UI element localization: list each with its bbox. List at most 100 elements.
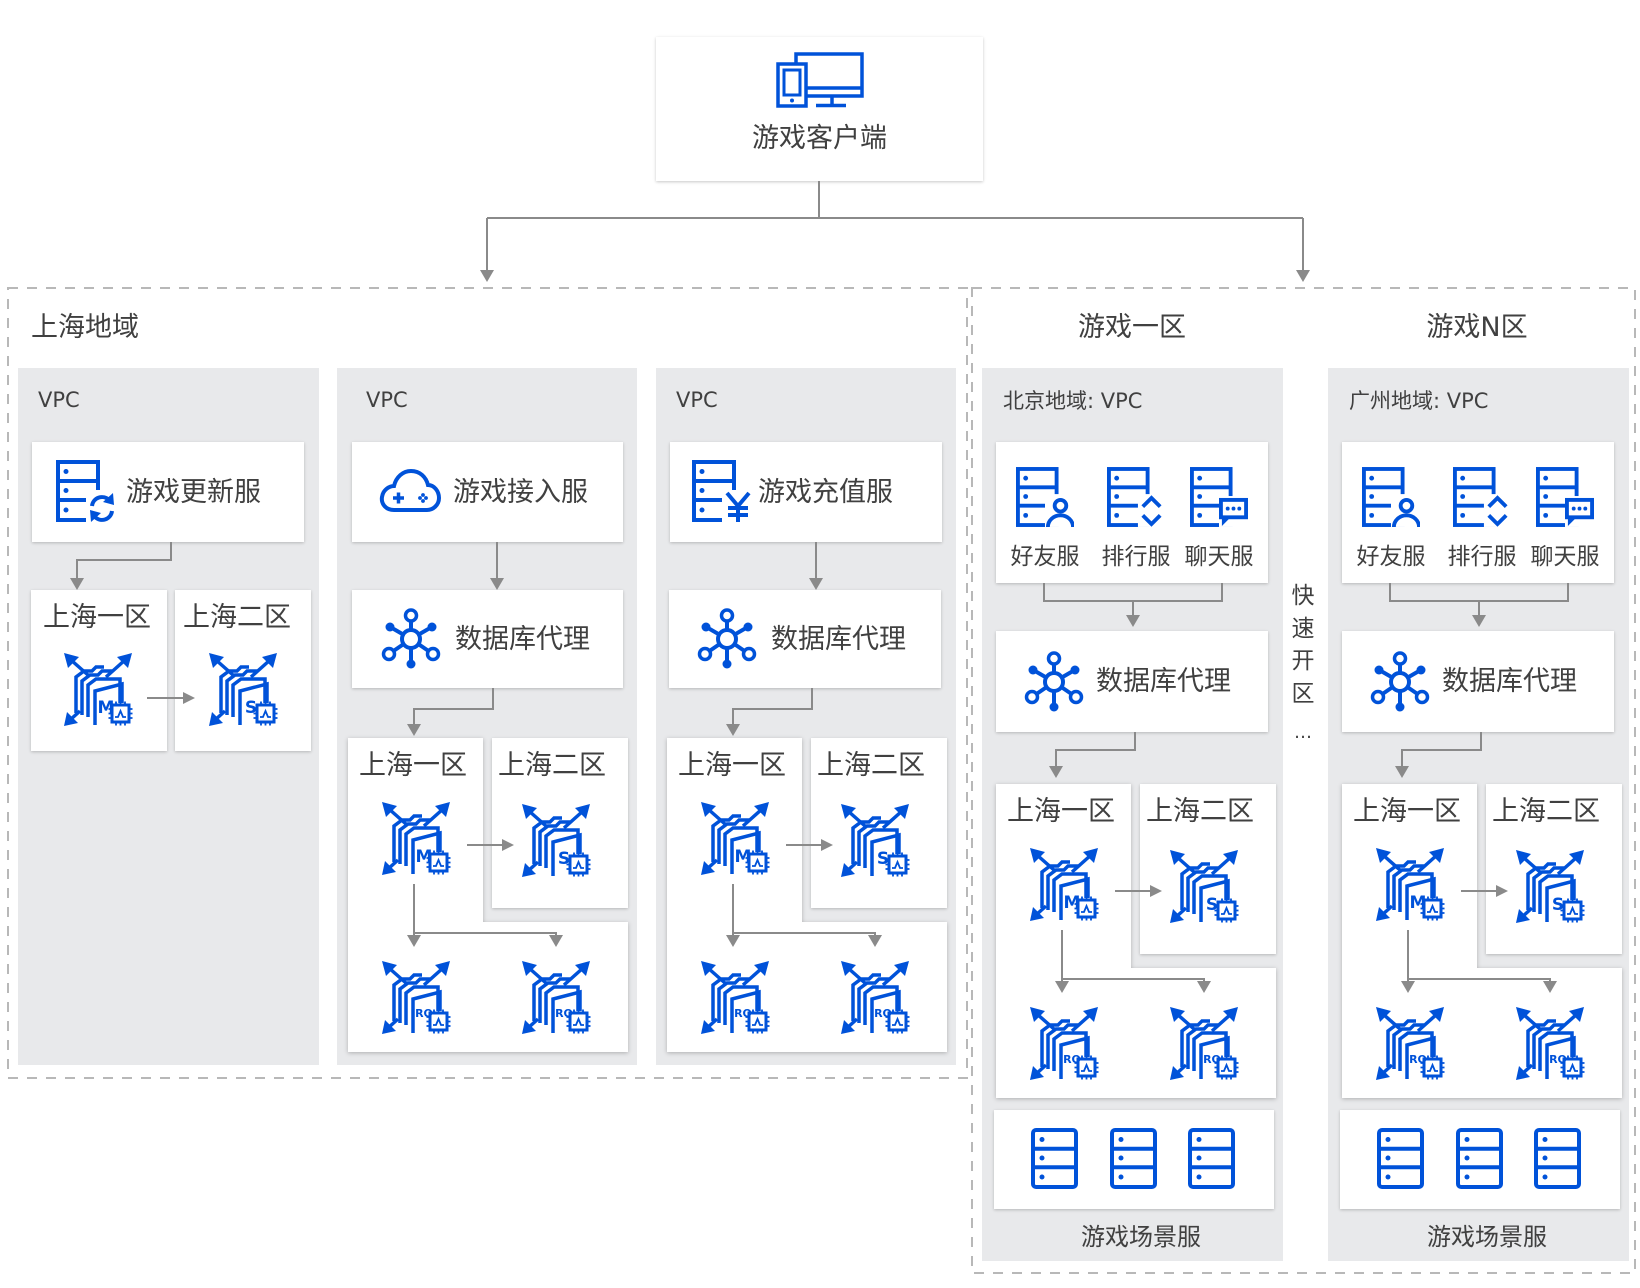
vpc-panel-update: VPC 游戏更新服 上海一区 M 上海二区 S <box>18 368 319 1065</box>
client-devices-icon <box>776 52 864 108</box>
scene-server-label: 游戏场景服 <box>1427 1223 1547 1251</box>
scene-server-icon <box>1031 1128 1078 1189</box>
vpc-label: 广州地域: VPC <box>1349 389 1489 413</box>
master-to-slave-arrowhead <box>1496 885 1508 897</box>
access-server-label: 游戏接入服 <box>453 477 588 508</box>
scene-servers-card <box>1340 1110 1620 1209</box>
master-to-readonly-line <box>732 884 876 935</box>
database-proxy-label: 数据库代理 <box>1442 666 1577 697</box>
readonly-arrowhead <box>726 935 740 947</box>
scene-server-icon <box>1377 1128 1424 1189</box>
access-server-card: 游戏接入服 <box>352 442 623 542</box>
database-zone-cluster: 上海一区 上海二区 M S RO RO <box>1342 784 1622 1098</box>
quick-open-char: 速 <box>1291 615 1315 642</box>
database-proxy-label: 数据库代理 <box>455 624 590 655</box>
update-server-label: 游戏更新服 <box>126 477 261 508</box>
chat-service-label: 聊天服 <box>1530 544 1600 570</box>
quick-open-zone-label: 快 速 开 区 <box>1291 580 1315 710</box>
database-proxy-icon <box>380 608 442 670</box>
database-proxy-card: 数据库代理 <box>996 631 1268 732</box>
game-client-label: 游戏客户端 <box>752 123 887 154</box>
readonly-arrowhead <box>1055 981 1069 993</box>
master-to-readonly-line <box>1407 930 1551 981</box>
readonly-arrowhead <box>868 935 882 947</box>
readonly-arrowhead <box>1543 981 1557 993</box>
vpc-label: VPC <box>366 388 408 412</box>
database-proxy-card: 数据库代理 <box>669 590 941 688</box>
vpc-panel-access: VPC 游戏接入服 数据库代理 上海一区 上海二区 M S RO RO <box>337 368 637 1065</box>
master-to-slave-arrowhead <box>502 839 514 851</box>
zone-card-primary: 上海一区 M <box>31 590 167 751</box>
ranking-service: 排行服 <box>1094 442 1178 583</box>
payment-server-label: 游戏充值服 <box>758 477 893 508</box>
friend-service-label: 好友服 <box>1356 544 1426 570</box>
quick-open-ellipsis: … <box>1294 722 1312 743</box>
chat-service: 聊天服 <box>1177 442 1261 583</box>
database-zone-cluster: 上海一区 上海二区 M S RO RO <box>996 784 1276 1098</box>
payment-server-card: 游戏充值服 <box>670 442 942 542</box>
replication-connectors <box>1401 885 1557 993</box>
scene-server-icon <box>1456 1128 1503 1189</box>
quick-open-char: 区 <box>1291 680 1315 707</box>
scene-server-icon <box>1534 1128 1581 1189</box>
friend-service-label: 好友服 <box>1010 544 1080 570</box>
database-proxy-label: 数据库代理 <box>1096 666 1231 697</box>
database-zone-cluster: 上海一区 上海二区 M S RO RO <box>667 738 947 1052</box>
scene-server-icon <box>1188 1128 1235 1189</box>
vpc-label: VPC <box>676 388 718 412</box>
database-proxy-icon <box>696 608 758 670</box>
social-services-card: 好友服 排行服 聊天服 <box>996 442 1268 583</box>
ranking-service: 排行服 <box>1440 442 1524 583</box>
game-zone-n-vpc-panel: 广州地域: VPC 好友服 排行服 聊天服 数据库代理 上海一区 上海二区 <box>1328 368 1629 1261</box>
update-server-card: 游戏更新服 <box>32 442 304 542</box>
mysql-slave-instance-icon: S <box>207 651 279 727</box>
replication-connectors <box>726 839 882 947</box>
master-to-readonly-line <box>1061 930 1205 981</box>
ranking-server-icon <box>1453 466 1511 528</box>
instance-role: S <box>245 698 257 718</box>
chat-server-icon <box>1536 466 1594 528</box>
friend-server-icon <box>1362 466 1420 528</box>
database-zone-cluster: 上海一区 上海二区 M S RO RO <box>348 738 628 1052</box>
ranking-service-label: 排行服 <box>1447 544 1517 570</box>
database-proxy-label: 数据库代理 <box>771 624 906 655</box>
zone-label: 上海一区 <box>43 602 151 633</box>
readonly-arrowhead <box>407 935 421 947</box>
update-server-icon <box>56 460 116 522</box>
ranking-server-icon <box>1107 466 1165 528</box>
scene-server-label: 游戏场景服 <box>1081 1223 1201 1251</box>
instance-role: M <box>98 698 115 718</box>
quick-open-char: 开 <box>1291 648 1315 674</box>
zone-label: 上海二区 <box>183 602 291 633</box>
replication-connectors <box>1055 885 1211 993</box>
vpc-panel-payment: VPC 游戏充值服 数据库代理 上海一区 上海二区 M S RO RO <box>656 368 956 1065</box>
ranking-service-label: 排行服 <box>1101 544 1171 570</box>
master-to-slave-arrowhead <box>1150 885 1162 897</box>
game-zone-n-title: 游戏N区 <box>1426 312 1528 343</box>
vpc-label: VPC <box>38 388 80 412</box>
readonly-arrowhead <box>1197 981 1211 993</box>
cloud-gamepad-icon <box>379 467 441 513</box>
payment-server-icon <box>692 460 752 522</box>
to-game-zones-arrowhead <box>1296 270 1310 282</box>
master-to-slave-arrowhead <box>821 839 833 851</box>
chat-service-label: 聊天服 <box>1184 544 1254 570</box>
shanghai-region-title: 上海地域 <box>31 312 139 343</box>
vpc-label: 北京地域: VPC <box>1003 389 1143 413</box>
friend-server-icon <box>1016 466 1074 528</box>
game-zone-1-vpc-panel: 北京地域: VPC 好友服 排行服 聊天服 数据库代理 上海一区 上海二区 <box>982 368 1283 1261</box>
friend-service: 好友服 <box>1349 442 1433 583</box>
replication-connectors <box>407 839 563 947</box>
chat-service: 聊天服 <box>1523 442 1607 583</box>
social-services-card: 好友服 排行服 聊天服 <box>1342 442 1614 583</box>
database-proxy-card: 数据库代理 <box>1342 631 1614 732</box>
scene-server-icon <box>1110 1128 1157 1189</box>
chat-server-icon <box>1190 466 1248 528</box>
game-client-card: 游戏客户端 <box>656 37 983 181</box>
database-proxy-icon <box>1023 651 1085 713</box>
readonly-arrowhead <box>549 935 563 947</box>
readonly-arrowhead <box>1401 981 1415 993</box>
database-proxy-card: 数据库代理 <box>352 590 623 688</box>
quick-open-char: 快 <box>1291 583 1315 609</box>
